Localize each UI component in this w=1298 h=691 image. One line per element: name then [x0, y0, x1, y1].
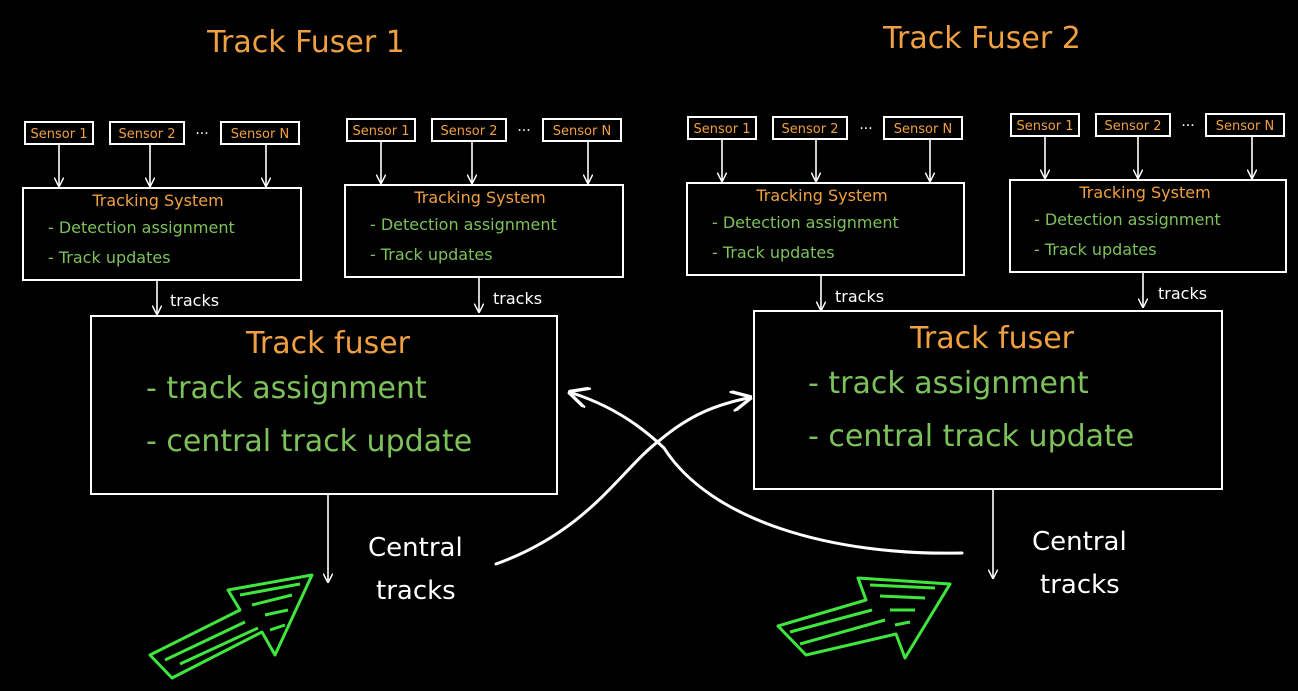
- sensor-label: Sensor 2: [441, 124, 498, 139]
- tracking-item: - Track updates: [370, 245, 493, 264]
- tracking-system-box: [1009, 179, 1287, 273]
- tracking-system-2a: Sensor 1 Sensor 2 ··· Sensor N Tracking …: [686, 116, 965, 310]
- sensor-box: [1205, 113, 1285, 137]
- tracking-item: - Track updates: [1034, 240, 1157, 259]
- central-tracks-label: tracks: [376, 576, 456, 606]
- tracking-item: - Detection assignment: [48, 218, 235, 237]
- sensor-label: Sensor 2: [119, 127, 176, 142]
- tracks-label: tracks: [170, 291, 219, 310]
- sensor-label: Sensor 1: [353, 124, 410, 139]
- tracks-label: tracks: [493, 289, 542, 308]
- tracking-system-title: Tracking System: [91, 191, 223, 210]
- track-fuser-item: - central track update: [146, 424, 472, 459]
- central-tracks-label: Central: [1032, 527, 1127, 557]
- sensor-box: [772, 116, 848, 140]
- sensor-box: [542, 118, 622, 142]
- tracking-system-title: Tracking System: [1078, 183, 1210, 202]
- tracking-item: - Detection assignment: [712, 213, 899, 232]
- track-fuser-title: Track fuser: [909, 321, 1075, 356]
- sensor-label: Sensor N: [553, 124, 611, 139]
- ellipsis: ···: [195, 126, 208, 142]
- sensor-label: Sensor 2: [782, 122, 839, 137]
- sensor-label: Sensor 1: [31, 127, 88, 142]
- highlight-arrow-icon: [776, 576, 952, 660]
- sensor-label: Sensor N: [1216, 119, 1274, 134]
- fuser-group-1: Track Fuser 1 Sensor 1 Sensor 2 ··· Sens…: [22, 25, 624, 680]
- central-tracks-label: Central: [368, 533, 463, 563]
- sensor-box: [109, 121, 185, 145]
- tracking-system-box: [22, 187, 302, 281]
- tracking-system-box: [344, 184, 624, 278]
- fuser-group-2: Track Fuser 2 Sensor 1 Sensor 2 ··· Sens…: [686, 21, 1287, 660]
- fuser-title: Track Fuser 1: [206, 25, 405, 60]
- tracking-item: - Detection assignment: [1034, 210, 1221, 229]
- tracking-system-1a: Sensor 1 Sensor 2 ··· Sensor N Tracking …: [22, 121, 302, 314]
- sensor-box: [431, 118, 507, 142]
- ellipsis: ···: [517, 123, 530, 139]
- sensor-box: [220, 121, 300, 145]
- tracks-label: tracks: [835, 287, 884, 306]
- tracks-label: tracks: [1158, 284, 1207, 303]
- tracking-system-2b: Sensor 1 Sensor 2 ··· Sensor N Tracking …: [1009, 113, 1287, 307]
- tracking-system-title: Tracking System: [413, 188, 545, 207]
- sensor-label: Sensor 1: [694, 122, 751, 137]
- ellipsis: ···: [859, 121, 872, 137]
- sensor-box: [883, 116, 963, 140]
- track-fuser-box-1: Track fuser - track assignment - central…: [90, 315, 558, 495]
- highlight-arrow-icon: [148, 573, 314, 680]
- track-fuser-box-2: Track fuser - track assignment - central…: [753, 310, 1223, 490]
- track-fuser-title: Track fuser: [245, 326, 411, 361]
- ellipsis: ···: [1181, 118, 1194, 134]
- sensor-label: Sensor 2: [1105, 119, 1162, 134]
- tracking-system-title: Tracking System: [755, 186, 887, 205]
- sensor-box: [1095, 113, 1171, 137]
- feedback-arrow-2-to-1: [572, 393, 964, 555]
- sensor-label: Sensor 1: [1017, 119, 1074, 134]
- central-tracks-label: tracks: [1040, 570, 1120, 600]
- track-fuser-item: - track assignment: [808, 366, 1089, 401]
- tracking-system-1b: Sensor 1 Sensor 2 ··· Sensor N Tracking …: [344, 118, 624, 312]
- feedback-arrow-1-to-2: [494, 398, 748, 566]
- tracking-system-box: [686, 182, 965, 276]
- fuser-title: Track Fuser 2: [882, 21, 1081, 56]
- track-fuser-box: [90, 315, 558, 495]
- tracking-item: - Track updates: [712, 243, 835, 262]
- sensor-label: Sensor N: [894, 122, 952, 137]
- sensor-label: Sensor N: [231, 127, 289, 142]
- tracking-item: - Detection assignment: [370, 215, 557, 234]
- track-fuser-item: - central track update: [808, 419, 1134, 454]
- track-fuser-item: - track assignment: [146, 371, 427, 406]
- tracking-item: - Track updates: [48, 248, 171, 267]
